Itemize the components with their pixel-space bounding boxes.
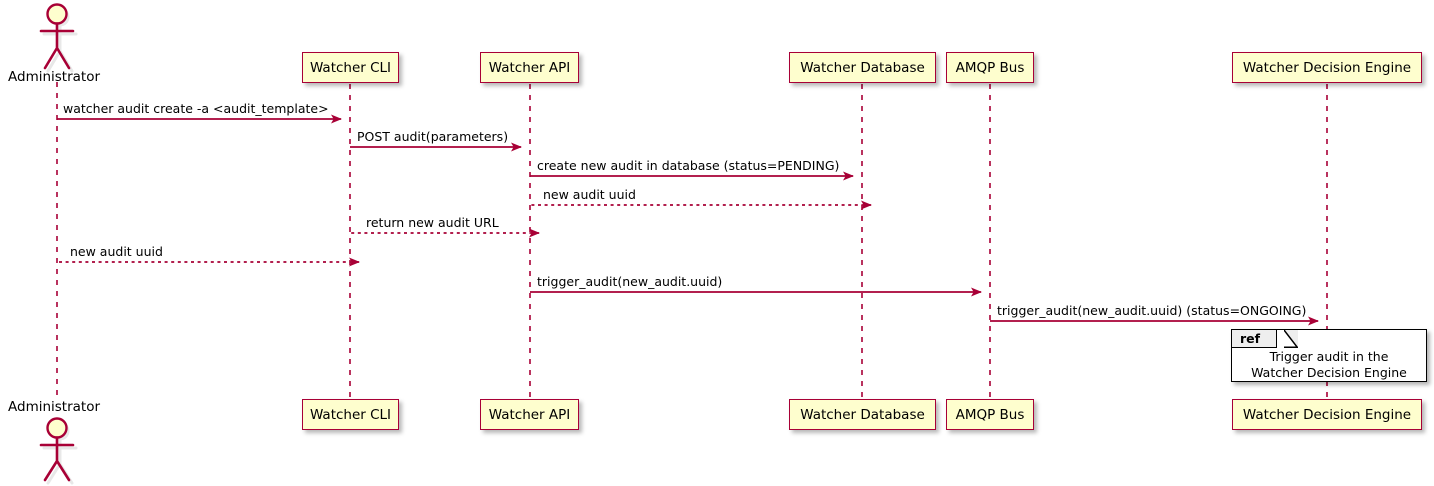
participant-label: AMQP Bus xyxy=(955,59,1025,76)
ref-fragment-tab: ref xyxy=(1232,330,1278,348)
participant-header-amqp-bus[interactable]: AMQP Bus xyxy=(946,52,1034,83)
message-label-7: trigger_audit(new_audit.uuid) xyxy=(537,274,723,289)
participant-footer-watcher-api[interactable]: Watcher API xyxy=(480,399,579,430)
participant-footer-amqp-bus[interactable]: AMQP Bus xyxy=(946,399,1034,430)
participant-footer-watcher-database[interactable]: Watcher Database xyxy=(789,399,936,430)
message-label-1: watcher audit create -a <audit_template> xyxy=(63,101,329,116)
participant-header-watcher-cli[interactable]: Watcher CLI xyxy=(302,52,399,83)
participant-label: Watcher Database xyxy=(800,406,925,423)
participant-label: Watcher Database xyxy=(800,59,925,76)
message-label-8: trigger_audit(new_audit.uuid) (status=ON… xyxy=(997,303,1307,318)
participant-label: AMQP Bus xyxy=(955,406,1025,423)
participant-label: Watcher API xyxy=(488,59,571,76)
participant-label: Watcher CLI xyxy=(309,59,392,76)
ref-fragment-text: Trigger audit in the Watcher Decision En… xyxy=(1251,349,1407,380)
participant-label: Watcher Decision Engine xyxy=(1242,59,1412,76)
message-label-6: new audit uuid xyxy=(70,244,163,259)
message-label-4: new audit uuid xyxy=(543,187,636,202)
actor-administrator-top-icon xyxy=(39,3,78,73)
actor-label-administrator-top: Administrator xyxy=(8,69,100,85)
participant-label: Watcher CLI xyxy=(309,406,392,423)
ref-fragment[interactable]: ref Trigger audit in the Watcher Decisio… xyxy=(1231,329,1427,382)
message-label-5: return new audit URL xyxy=(366,215,499,230)
participant-label: Watcher Decision Engine xyxy=(1242,406,1412,423)
actor-name: Administrator xyxy=(8,399,101,415)
participant-footer-watcher-decision-engine[interactable]: Watcher Decision Engine xyxy=(1232,399,1422,430)
participant-header-watcher-database[interactable]: Watcher Database xyxy=(789,52,936,83)
participant-header-watcher-decision-engine[interactable]: Watcher Decision Engine xyxy=(1232,52,1422,83)
participant-header-watcher-api[interactable]: Watcher API xyxy=(480,52,579,83)
participant-label: Watcher API xyxy=(488,406,571,423)
ref-fragment-tab-notch xyxy=(1284,330,1298,348)
actor-administrator-bottom-icon xyxy=(39,417,78,485)
message-label-2: POST audit(parameters) xyxy=(357,129,509,144)
participant-footer-watcher-cli[interactable]: Watcher CLI xyxy=(302,399,399,430)
lifelines xyxy=(56,82,1328,399)
message-label-3: create new audit in database (status=PEN… xyxy=(537,158,840,173)
ref-fragment-tab-label: ref xyxy=(1240,331,1261,346)
message-arrows xyxy=(57,114,1319,326)
actor-name: Administrator xyxy=(8,69,101,85)
actor-label-administrator-bottom: Administrator xyxy=(8,399,100,415)
